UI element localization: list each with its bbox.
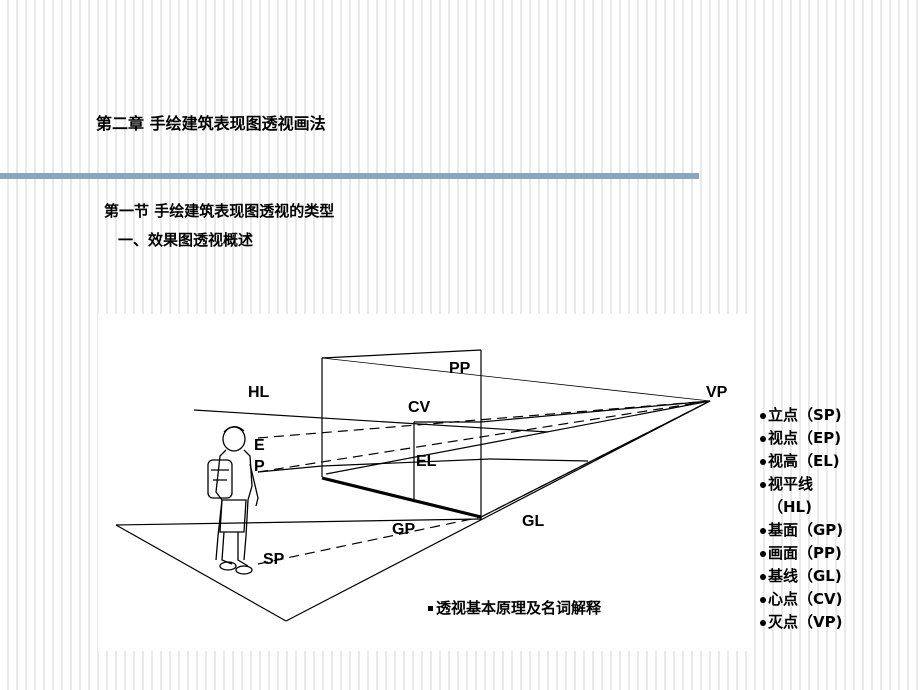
legend-item: 视高（EL) (760, 450, 920, 473)
bullet-icon (760, 458, 766, 465)
ground-plane-edge (115, 524, 287, 622)
legend-item-text: 视平线 (768, 475, 814, 493)
subsection-title: 一、效果图透视概述 (118, 231, 254, 249)
label-hl: HL (248, 384, 270, 401)
term-legend: 立点（SP) 视点（EP) 视高（EL) 视平线 （HL) 基面（GP) 画面（… (760, 404, 920, 634)
eye-level-line (321, 458, 491, 467)
label-pp: PP (449, 360, 471, 377)
vanishing-ray (321, 357, 711, 402)
legend-item-text: 基面（GP) (768, 521, 844, 539)
horizon-line (193, 409, 549, 433)
label-cv: CV (408, 399, 431, 416)
legend-item: 立点（SP) (760, 404, 920, 427)
label-sp: SP (263, 551, 285, 568)
perspective-diagram: PP HL CV VP E P EL GL GP SP 透视基本原理及名词解释 (98, 314, 752, 651)
legend-item: 灭点（VP) (760, 611, 920, 634)
label-el: EL (416, 453, 437, 470)
bullet-icon (760, 550, 766, 557)
vanishing-ray (480, 400, 711, 423)
bullet-icon (760, 573, 766, 580)
legend-item-text: 心点（CV) (768, 590, 843, 608)
bullet-icon (760, 596, 766, 603)
sight-line (257, 400, 711, 439)
eye-level-line (489, 458, 589, 462)
legend-item-text: 视点（EP) (768, 429, 842, 447)
sight-line (257, 516, 482, 565)
label-p: P (254, 458, 265, 475)
ground-line (321, 476, 482, 519)
legend-item-text: 立点（SP) (768, 406, 842, 424)
ground-plane-edge (285, 400, 711, 622)
picture-plane-edge (321, 349, 482, 359)
legend-item-continuation: （HL) (768, 498, 812, 516)
ground-plane-edge (115, 518, 482, 526)
legend-item-text: 画面（PP) (768, 544, 842, 562)
legend-item: 基线（GL) (760, 565, 920, 588)
diagram-caption-text: 透视基本原理及名词解释 (436, 599, 602, 617)
label-vp: VP (706, 384, 728, 401)
legend-item-text: 视高（EL) (768, 452, 840, 470)
perspective-diagram-drawing (115, 349, 711, 622)
bullet-icon (760, 481, 766, 488)
section-title: 第一节 手绘建筑表现图透视的类型 (104, 202, 335, 220)
legend-item: 基面（GP) (760, 519, 920, 542)
label-gl: GL (522, 513, 545, 530)
bullet-icon (760, 527, 766, 534)
eye-level-line (257, 465, 323, 473)
legend-item-text: 基线（GL) (768, 567, 842, 585)
sight-line (480, 400, 711, 518)
square-bullet-icon (428, 606, 433, 611)
legend-item: 视点（EP) (760, 427, 920, 450)
observer-figure (207, 426, 259, 575)
legend-item: 视平线 (760, 473, 920, 496)
legend-item: 心点（CV) (760, 588, 920, 611)
label-e: E (254, 437, 265, 454)
bullet-icon (760, 619, 766, 626)
label-gp: GP (392, 521, 416, 538)
legend-item: 画面（PP) (760, 542, 920, 565)
chapter-title: 第二章 手绘建筑表现图透视画法 (96, 114, 326, 133)
legend-item-text: 灭点（VP) (768, 613, 843, 631)
diagram-caption: 透视基本原理及名词解释 (428, 597, 601, 618)
bullet-icon (760, 412, 766, 419)
sight-line (257, 400, 711, 473)
bullet-icon (760, 435, 766, 442)
ground-plane-edge (325, 400, 711, 475)
title-divider (0, 173, 699, 179)
